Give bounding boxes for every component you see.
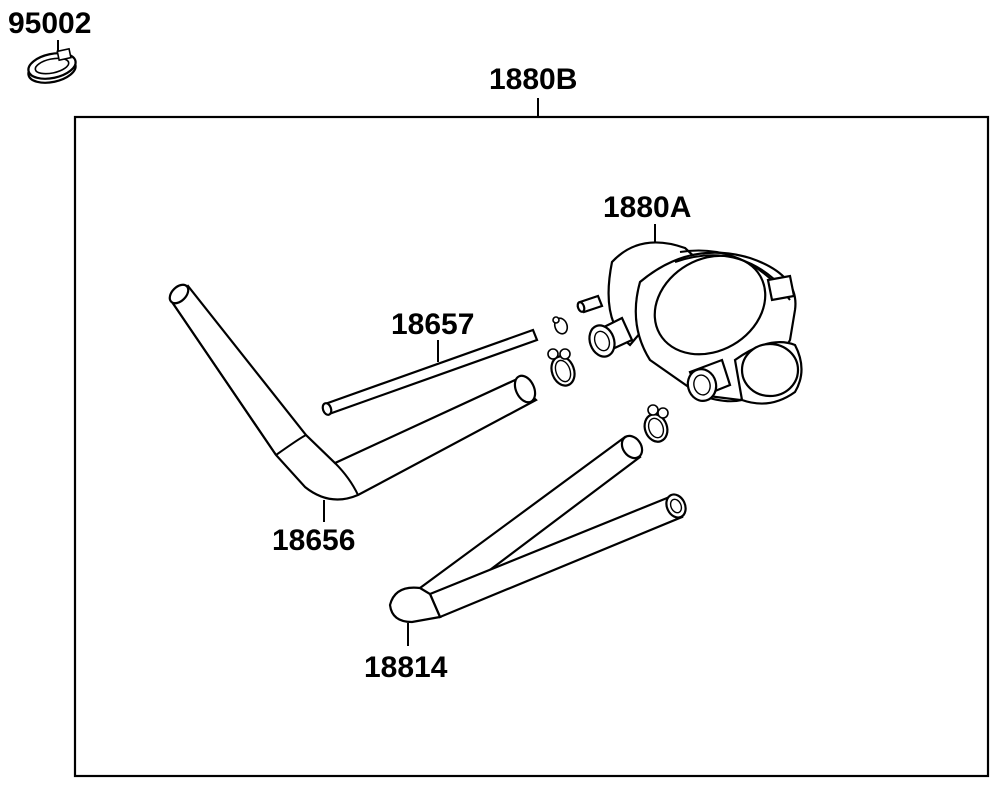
clamp-lower-icon	[643, 404, 669, 443]
hose-18656-icon	[168, 283, 538, 501]
clamp-95002-icon	[27, 40, 77, 84]
valve-1880A-icon	[576, 241, 803, 405]
assembly-frame	[73, 115, 990, 778]
hose-18814-icon	[388, 434, 687, 624]
label-1880A: 1880A	[603, 191, 691, 224]
tube-18657-icon	[321, 328, 539, 416]
label-95002: 95002	[8, 7, 91, 40]
label-18656: 18656	[272, 524, 355, 557]
label-1880B: 1880B	[489, 63, 577, 96]
clamp-middle-icon	[547, 348, 576, 387]
label-18814: 18814	[364, 651, 448, 684]
small-clamp-upper-icon	[552, 316, 569, 335]
label-18657: 18657	[391, 308, 474, 341]
